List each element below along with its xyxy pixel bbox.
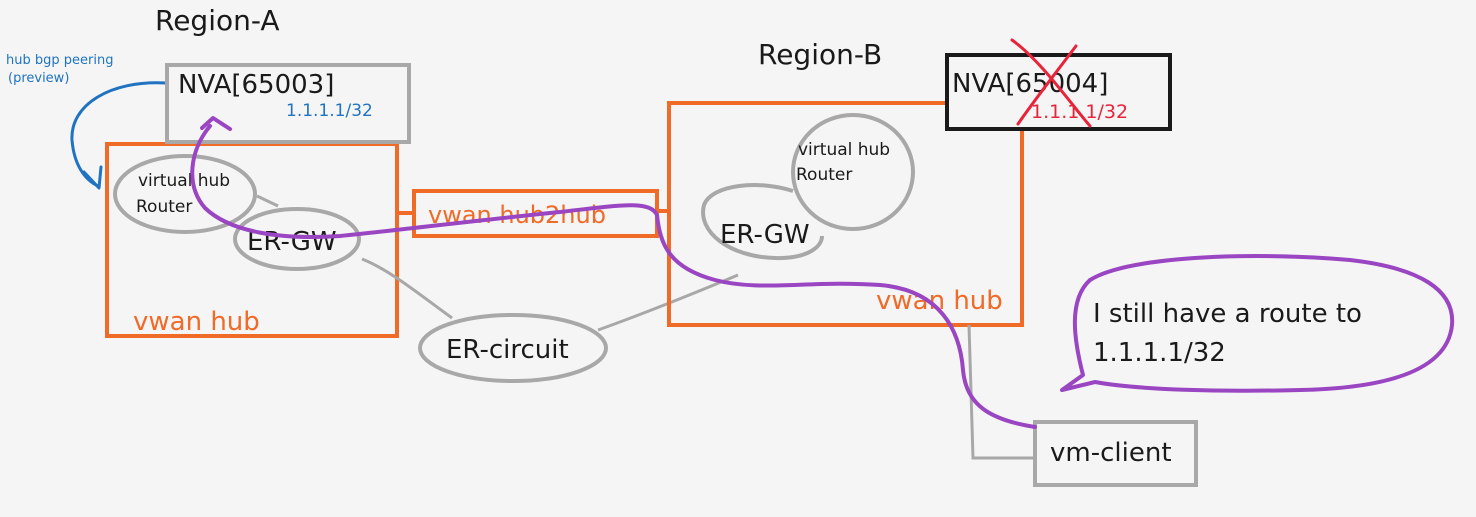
vwan-hub-a-label: vwan hub <box>133 307 260 337</box>
router-a-link <box>256 194 279 208</box>
speech-line1: I still have a route to <box>1093 299 1362 329</box>
hub-a-router <box>113 154 257 234</box>
hub-b-er-gw-label: ER-GW <box>720 220 810 250</box>
region-a-title: Region-A <box>155 4 280 37</box>
hub-b-router-line2: Router <box>796 165 852 185</box>
er-circuit-label: ER-circuit <box>446 335 569 365</box>
speech-bubble <box>1060 254 1455 393</box>
hub-a-router-line1: virtual hub <box>138 171 230 191</box>
bgp-peering-arrow <box>70 81 168 188</box>
route-trace <box>190 124 1037 429</box>
nva-b-box <box>945 53 1172 131</box>
circuit-link-a <box>361 257 453 320</box>
annotation-line1: hub bgp peering <box>6 53 113 68</box>
nva-b-label: NVA[65004] <box>952 69 1108 99</box>
annotation-line2: (preview) <box>8 71 69 86</box>
vm-client-label: vm-client <box>1050 438 1172 468</box>
hub-b-router <box>791 113 915 231</box>
nva-a-prefix: 1.1.1.1/32 <box>286 101 373 121</box>
hub-b-er-gw <box>701 183 824 261</box>
region-b-title: Region-B <box>758 38 882 71</box>
vm-link <box>967 324 1035 460</box>
hub-a-er-gw <box>233 207 361 271</box>
speech-line2: 1.1.1.1/32 <box>1093 338 1226 368</box>
hub-a-router-line2: Router <box>136 197 192 217</box>
nva-a-label: NVA[65003] <box>178 70 334 100</box>
er-circuit <box>418 313 608 383</box>
vwan-hub-b <box>667 101 1024 327</box>
nva-b-cross-2 <box>1016 44 1078 126</box>
hub-b-router-line1: virtual hub <box>798 140 890 160</box>
bgp-peering-arrowhead <box>82 165 103 190</box>
nva-b-cross-1 <box>1010 38 1092 128</box>
route-trace-arrowhead <box>200 116 232 131</box>
vm-client-box <box>1033 420 1198 487</box>
